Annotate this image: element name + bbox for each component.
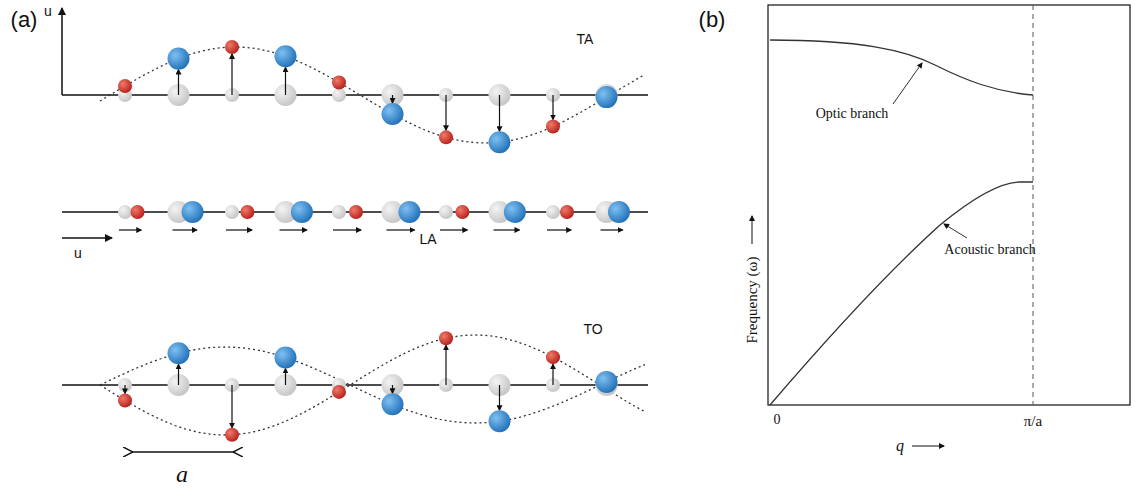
- displaced-atom: [332, 75, 346, 89]
- u-arrow: [62, 237, 112, 239]
- displaced-atom: [439, 331, 453, 345]
- mode-label: TA: [577, 32, 594, 47]
- displaced-atom: [398, 201, 420, 223]
- acoustic-branch-curve: [770, 182, 1033, 405]
- mode-label: LA: [419, 232, 436, 247]
- displacement-arrow: [285, 368, 286, 385]
- displaced-atom: [439, 130, 453, 144]
- branch-label: Acoustic branch: [944, 242, 1035, 257]
- displacement-arrow: [552, 364, 553, 385]
- branch-label: Optic branch: [816, 106, 889, 121]
- displaced-atom: [275, 346, 297, 368]
- equilibrium-atom: [439, 205, 453, 219]
- equilibrium-atom: [332, 205, 346, 219]
- tick-label: π/a: [1024, 413, 1042, 430]
- displaced-atom: [489, 131, 511, 153]
- displaced-atom: [131, 205, 145, 219]
- displaced-atom: [240, 205, 254, 219]
- displacement-arrow: [392, 385, 393, 393]
- axis-title: Frequency (ω): [744, 257, 761, 344]
- displaced-atom: [168, 342, 190, 364]
- displacement-arrow: [552, 95, 553, 120]
- zone-boundary: [1033, 5, 1034, 405]
- lattice-spacing-arrow: [132, 451, 234, 453]
- equilibrium-atom: [225, 205, 239, 219]
- equilibrium-atom: [382, 374, 404, 396]
- displacement-arrow: [499, 385, 500, 410]
- displaced-atom: [596, 86, 618, 108]
- panel-label: (b): [699, 8, 726, 32]
- displaced-atom: [349, 205, 363, 219]
- displacement-arrow: [226, 229, 252, 230]
- displacement-arrow: [124, 385, 125, 393]
- displaced-atom: [118, 393, 132, 407]
- displacement-arrow: [601, 229, 623, 230]
- displacement-arrow: [440, 229, 467, 230]
- displacement-arrow: [333, 229, 361, 230]
- displaced-atom: [455, 205, 469, 219]
- axis-label: u: [74, 246, 82, 261]
- displaced-atom: [225, 40, 239, 54]
- equilibrium-atom: [382, 84, 404, 106]
- axis-label: u: [44, 4, 52, 19]
- displaced-atom: [504, 201, 526, 223]
- equilibrium-atom: [118, 205, 132, 219]
- to-baseline: [62, 384, 648, 386]
- optic-leader: [893, 63, 922, 104]
- frequency-arrow: [752, 216, 753, 244]
- ta-baseline: [62, 94, 648, 96]
- displacement-arrow: [445, 345, 446, 385]
- lattice-constant: a: [176, 461, 188, 487]
- displaced-atom: [168, 48, 190, 70]
- ta-wave-envelope: [100, 47, 645, 143]
- displacement-arrow: [280, 229, 307, 230]
- displacement-arrow: [285, 67, 286, 95]
- displacement-arrow: [499, 95, 500, 131]
- tick-label: 0: [774, 412, 781, 427]
- displaced-atom: [382, 393, 404, 415]
- displaced-atom: [608, 201, 630, 223]
- displaced-atom: [275, 45, 297, 67]
- displacement-arrow: [445, 95, 446, 130]
- displaced-atom: [291, 201, 313, 223]
- displaced-atom: [560, 205, 574, 219]
- displaced-atom: [596, 371, 618, 393]
- displaced-atom: [332, 385, 346, 399]
- displaced-atom: [382, 103, 404, 125]
- displacement-arrow: [387, 229, 415, 230]
- displacement-arrow: [392, 95, 393, 103]
- displaced-atom: [118, 79, 132, 93]
- displacement-arrow: [231, 54, 232, 95]
- panel-label: (a): [11, 8, 38, 32]
- displacement-arrow: [494, 229, 520, 230]
- displacement-arrow: [547, 229, 571, 230]
- to-wave-envelope: [100, 335, 645, 435]
- u-axis: [61, 8, 63, 95]
- displacement-arrow: [119, 229, 141, 230]
- displaced-atom: [546, 350, 560, 364]
- q-arrow: [912, 446, 944, 447]
- displacement-arrow: [178, 70, 179, 95]
- displacement-arrow: [231, 385, 232, 428]
- displaced-atom: [182, 201, 204, 223]
- plot-frame: [768, 5, 1130, 405]
- displaced-atom: [489, 410, 511, 432]
- displacement-arrow: [178, 364, 179, 385]
- axis-title: q: [896, 437, 904, 455]
- equilibrium-atom: [546, 205, 560, 219]
- optic-branch-curve: [770, 40, 1033, 95]
- acoustic-leader: [944, 224, 967, 238]
- equilibrium-atom: [332, 88, 346, 102]
- displacement-arrow: [173, 229, 197, 230]
- displaced-atom: [546, 120, 560, 134]
- displaced-atom: [225, 428, 239, 442]
- mode-label: TO: [583, 322, 602, 337]
